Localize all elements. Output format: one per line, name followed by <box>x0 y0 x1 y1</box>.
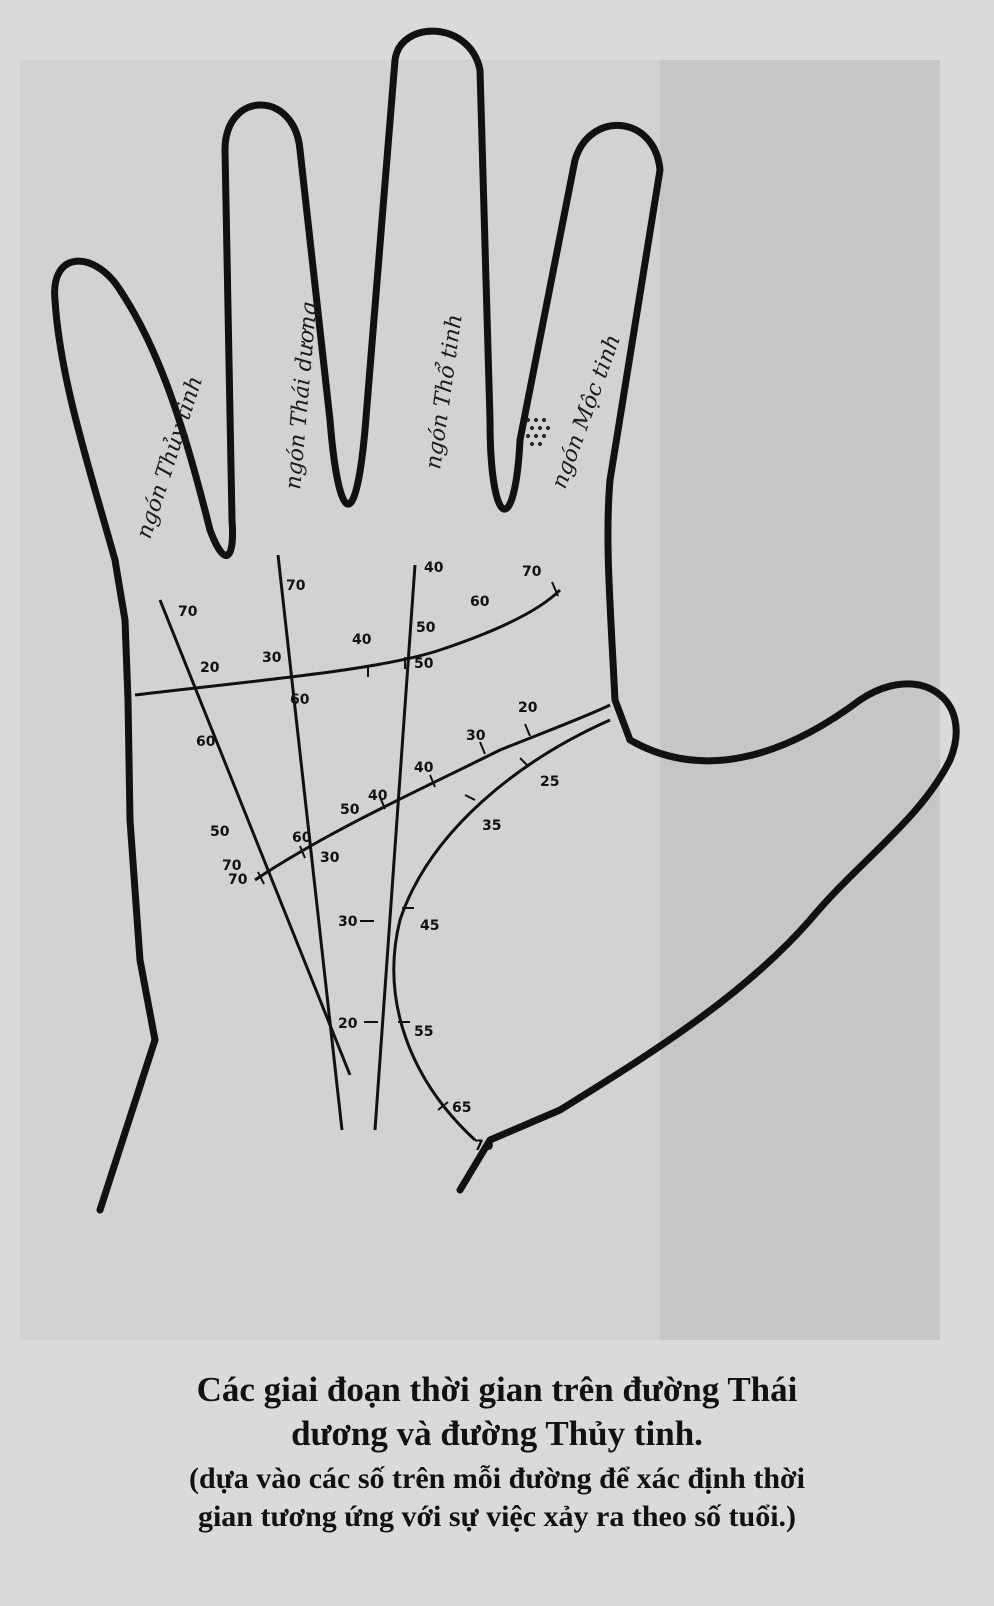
head-mark-30: 30 <box>466 728 486 744</box>
heart-mark-50b: 50 <box>414 656 434 672</box>
sun-mark-30b: 30 <box>320 850 340 866</box>
life-mark-25: 25 <box>540 774 559 790</box>
life-mark-35: 35 <box>482 818 501 834</box>
sun-mark-30: 30 <box>262 650 282 666</box>
head-mark-20: 20 <box>518 700 538 716</box>
sun-mark-70: 70 <box>286 578 306 594</box>
saturn-mark-60: 40 <box>424 560 444 576</box>
life-mark-70: 70 <box>474 1138 494 1154</box>
heart-mark-40: 40 <box>352 632 372 648</box>
mercury-mark-20: 20 <box>200 660 220 676</box>
mercury-mark-70: 70 <box>178 604 198 620</box>
shade-band <box>660 60 940 1340</box>
heart-mark-70: 70 <box>522 564 542 580</box>
palm-diagram: ngón Thủy tinh ngón Thái dương ngón Thổ … <box>0 0 994 1360</box>
caption-title: Các giai đoạn thời gian trên đường Thái … <box>40 1368 954 1456</box>
head-mark-40: 40 <box>414 760 434 776</box>
figure-caption: Các giai đoạn thời gian trên đường Thái … <box>40 1368 954 1536</box>
heart-mark-50: 50 <box>416 620 436 636</box>
caption-note: (dựa vào các số trên mỗi đường để xác đị… <box>40 1460 954 1536</box>
head-mark-50: 50 <box>340 802 360 818</box>
mercury-mark-50: 50 <box>210 824 230 840</box>
sun-mark-20: 20 <box>338 1016 358 1032</box>
heart-mark-60: 60 <box>470 594 490 610</box>
sun-mark-60: 60 <box>290 692 310 708</box>
mercury-mark-60: 60 <box>196 734 216 750</box>
caption-title-line2: dương và đường Thủy tinh. <box>40 1412 954 1456</box>
head-mark-70: 70 <box>228 872 248 888</box>
life-mark-45: 45 <box>420 918 439 934</box>
sun-mark-30c: 30 <box>338 914 358 930</box>
caption-title-line1: Các giai đoạn thời gian trên đường Thái <box>40 1368 954 1412</box>
life-mark-55: 55 <box>414 1024 433 1040</box>
life-mark-65: 65 <box>452 1100 471 1116</box>
caption-note-line1: (dựa vào các số trên mỗi đường để xác đị… <box>40 1460 954 1498</box>
head-mark-60: 60 <box>292 830 312 846</box>
head-mark-40b: 40 <box>368 788 388 804</box>
caption-note-line2: gian tương ứng với sự việc xảy ra theo s… <box>40 1498 954 1536</box>
